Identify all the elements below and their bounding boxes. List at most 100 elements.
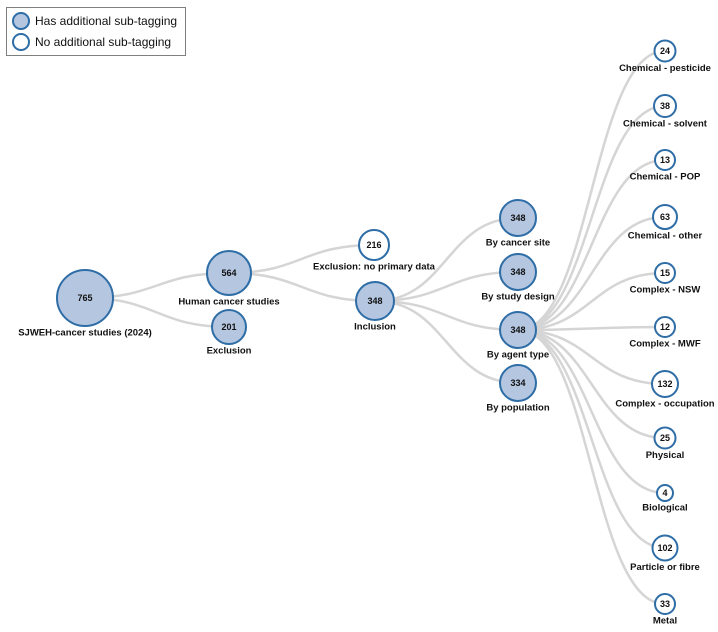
tree-link-by-agent-type-physical [516, 328, 667, 440]
node-value-chem-pesticide: 24 [660, 46, 670, 56]
node-label-chem-pesticide: Chemical - pesticide [619, 63, 711, 74]
node-value-biological: 4 [662, 488, 667, 498]
tree-link-inclusion-by-cancer-site [373, 216, 520, 303]
node-value-exclusion-no-primary: 216 [366, 240, 381, 250]
node-label-complex-occupation: Complex - occupation [615, 399, 714, 410]
node-value-complex-occupation: 132 [657, 379, 672, 389]
legend: Has additional sub-tagging No additional… [6, 7, 187, 56]
node-circle-chem-other[interactable] [652, 204, 678, 230]
tree-link-human-inclusion [227, 271, 377, 303]
node-label-inclusion: Inclusion [354, 322, 396, 333]
legend-item-no-subtagging: No additional sub-tagging [12, 33, 177, 51]
legend-label-no-subtagging: No additional sub-tagging [35, 35, 172, 49]
unfilled-circle-icon [12, 33, 30, 51]
node-circle-physical[interactable] [653, 426, 677, 450]
node-label-human: Human cancer studies [178, 297, 279, 308]
node-value-human: 564 [221, 268, 236, 278]
tree-link-by-agent-type-complex-occupation [516, 328, 667, 386]
tree-link-inclusion-by-population [373, 299, 520, 385]
node-circle-by-agent-type[interactable] [499, 311, 537, 349]
node-by-study-design[interactable]: 348 By study design [481, 253, 555, 303]
node-value-chem-pop: 13 [660, 155, 670, 165]
legend-label-has-subtagging: Has additional sub-tagging [35, 14, 178, 28]
node-circle-complex-occupation[interactable] [651, 370, 679, 398]
node-label-by-study-design: By study design [481, 292, 555, 303]
node-label-root: SJWEH-cancer studies (2024) [18, 328, 152, 339]
node-value-physical: 25 [660, 433, 670, 443]
node-value-metal: 33 [660, 599, 670, 609]
node-label-chem-other: Chemical - other [628, 231, 703, 242]
node-value-exclusion: 201 [221, 322, 236, 332]
node-value-particle-fibre: 102 [657, 543, 672, 553]
node-label-complex-nsw: Complex - NSW [630, 285, 701, 296]
node-circle-complex-mwf[interactable] [654, 316, 676, 338]
node-circle-chem-solvent[interactable] [653, 94, 677, 118]
tree-link-by-agent-type-metal [516, 328, 667, 606]
tree-link-inclusion-by-agent-type [373, 299, 520, 332]
node-value-chem-other: 63 [660, 212, 670, 222]
node-circle-by-study-design[interactable] [499, 253, 537, 291]
node-circle-by-population[interactable] [499, 364, 537, 402]
node-by-cancer-site[interactable]: 348 By cancer site [486, 199, 550, 249]
node-label-by-cancer-site: By cancer site [486, 238, 550, 249]
node-value-by-population: 334 [510, 378, 525, 388]
tree-link-by-agent-type-chem-pop [516, 158, 667, 332]
node-label-by-agent-type: By agent type [487, 350, 549, 361]
node-circle-metal[interactable] [654, 593, 676, 615]
node-circle-exclusion-no-primary[interactable] [358, 229, 390, 261]
node-circle-human[interactable] [206, 250, 252, 296]
filled-circle-icon [12, 12, 30, 30]
node-by-agent-type[interactable]: 348 By agent type [487, 311, 549, 361]
node-label-metal: Metal [653, 616, 677, 627]
node-circle-particle-fibre[interactable] [651, 534, 679, 562]
node-label-complex-mwf: Complex - MWF [629, 339, 700, 350]
node-circle-by-cancer-site[interactable] [499, 199, 537, 237]
tree-link-by-agent-type-chem-solvent [516, 104, 667, 332]
node-circle-complex-nsw[interactable] [654, 262, 676, 284]
node-label-exclusion: Exclusion [207, 346, 252, 357]
node-circle-exclusion[interactable] [211, 309, 247, 345]
node-circle-inclusion[interactable] [355, 281, 395, 321]
tree-link-by-agent-type-particle-fibre [516, 328, 667, 550]
node-circle-root[interactable] [56, 269, 114, 327]
node-label-chem-solvent: Chemical - solvent [623, 119, 708, 130]
node-circle-chem-pesticide[interactable] [653, 39, 677, 63]
node-value-by-study-design: 348 [510, 267, 525, 277]
node-value-by-cancer-site: 348 [510, 213, 525, 223]
node-label-biological: Biological [642, 503, 687, 514]
node-value-complex-nsw: 15 [660, 268, 670, 278]
node-value-inclusion: 348 [367, 296, 382, 306]
tree-link-by-agent-type-chem-pesticide [516, 49, 667, 332]
node-value-by-agent-type: 348 [510, 325, 525, 335]
tree-link-by-agent-type-chem-other [516, 215, 667, 332]
node-label-particle-fibre: Particle or fibre [630, 562, 700, 573]
node-value-complex-mwf: 12 [660, 322, 670, 332]
node-value-root: 765 [77, 293, 92, 303]
node-circle-chem-pop[interactable] [654, 149, 676, 171]
tree-link-by-agent-type-complex-mwf [516, 325, 667, 332]
legend-item-has-subtagging: Has additional sub-tagging [12, 12, 177, 30]
tree-link-by-agent-type-complex-nsw [516, 271, 667, 332]
tree-link-inclusion-by-study-design [373, 270, 520, 303]
tree-link-by-agent-type-biological [516, 328, 667, 495]
node-circle-biological[interactable] [656, 484, 674, 502]
